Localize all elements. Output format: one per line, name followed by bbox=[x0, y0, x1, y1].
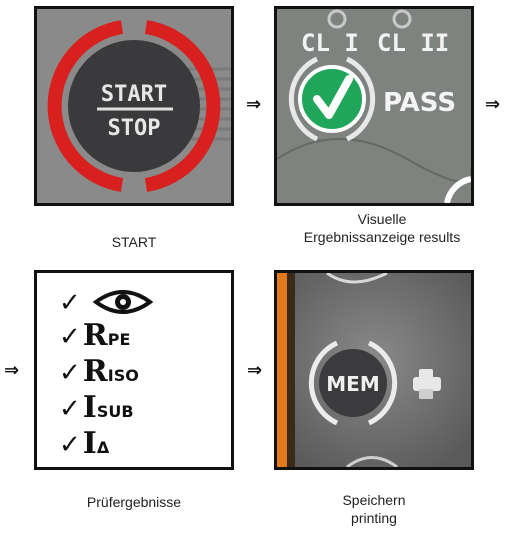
start-label: START bbox=[101, 82, 167, 107]
result-row-visual: ✓ bbox=[59, 283, 154, 318]
led-indicator-icon bbox=[392, 9, 412, 29]
result-symbol: R bbox=[82, 318, 108, 353]
arrow-right-icon: ⇒ bbox=[4, 360, 20, 381]
result-symbol: I bbox=[82, 426, 97, 461]
caption-start: START bbox=[34, 233, 234, 251]
start-stop-panel: START STOP bbox=[34, 6, 234, 206]
caption-visual-result-line1: Visuelle bbox=[357, 211, 407, 227]
led-indicator-icon bbox=[327, 9, 347, 29]
result-subscript: PE bbox=[107, 330, 131, 349]
start-stop-graphic: START STOP bbox=[37, 9, 231, 203]
mem-label: MEM bbox=[326, 372, 379, 396]
caption-test-results-text: Prüfergebnisse bbox=[86, 494, 182, 510]
check-icon: ✓ bbox=[59, 430, 81, 460]
arrow-right-icon: ⇒ bbox=[246, 94, 262, 115]
printer-icon bbox=[413, 369, 441, 399]
mem-graphic: MEM bbox=[277, 273, 471, 467]
class-one-label: CL I bbox=[301, 29, 359, 57]
pass-label: PASS bbox=[383, 88, 456, 118]
caption-memory-line1: Speichern bbox=[342, 492, 406, 508]
caption-start-text: START bbox=[111, 234, 157, 250]
eye-icon bbox=[92, 290, 154, 314]
caption-memory: Speichern printing bbox=[274, 491, 474, 527]
result-row-riso: ✓RISO bbox=[59, 357, 139, 391]
arrow-right-icon: ⇒ bbox=[247, 360, 263, 381]
check-icon: ✓ bbox=[59, 358, 81, 388]
check-icon: ✓ bbox=[59, 322, 81, 352]
caption-visual-result-line2: Ergebnissanzeige results bbox=[303, 229, 461, 245]
result-subscript: Δ bbox=[96, 438, 110, 457]
start-stop-button-face bbox=[68, 40, 200, 172]
red-ring-right bbox=[144, 20, 221, 192]
caption-test-results: Prüfergebnisse bbox=[34, 493, 234, 511]
result-symbol: R bbox=[82, 354, 108, 389]
pass-graphic: CL I CL II PASS bbox=[277, 9, 471, 203]
orange-edge bbox=[277, 273, 287, 467]
stop-label: STOP bbox=[108, 116, 161, 141]
test-results-panel: ✓ ✓RPE ✓RISO ✓ISUB ✓IΔ bbox=[34, 270, 234, 470]
check-icon: ✓ bbox=[59, 288, 81, 318]
visual-result-panel: CL I CL II PASS bbox=[274, 6, 474, 206]
result-subscript: ISO bbox=[107, 366, 139, 385]
memory-panel: MEM bbox=[274, 270, 474, 470]
caption-visual-result: Visuelle Ergebnissanzeige results bbox=[262, 210, 502, 246]
check-icon bbox=[313, 75, 353, 119]
result-symbol: I bbox=[82, 390, 97, 425]
result-row-isub: ✓ISUB bbox=[59, 393, 134, 427]
result-subscript: SUB bbox=[96, 402, 134, 421]
result-row-idelta: ✓IΔ bbox=[59, 429, 109, 463]
result-row-rpe: ✓RPE bbox=[59, 321, 130, 355]
mem-button-face bbox=[319, 349, 387, 417]
red-ring-left bbox=[47, 20, 124, 192]
check-icon: ✓ bbox=[59, 394, 81, 424]
caption-memory-line2: printing bbox=[351, 510, 397, 526]
pass-check-circle bbox=[298, 65, 366, 133]
class-two-label: CL II bbox=[377, 29, 449, 57]
arrow-right-icon: ⇒ bbox=[485, 94, 501, 115]
